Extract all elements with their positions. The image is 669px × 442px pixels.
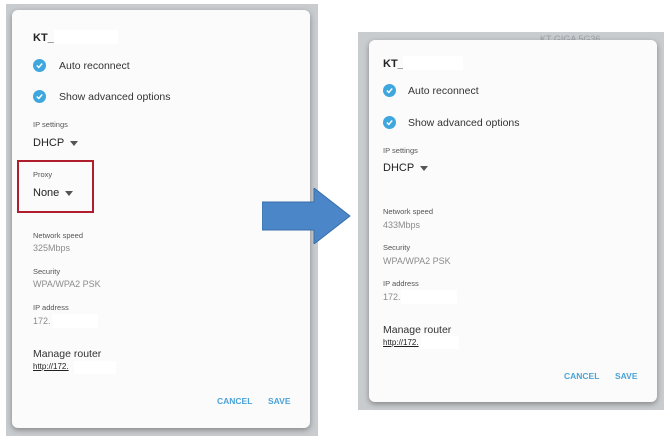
show-advanced-checkbox[interactable]	[383, 116, 396, 129]
proxy-value: None	[33, 187, 60, 199]
manage-router-link[interactable]: http://172.	[383, 338, 419, 347]
auto-reconnect-label: Auto reconnect	[59, 60, 130, 72]
show-advanced-checkbox[interactable]	[33, 90, 46, 103]
network-name: KT_	[383, 58, 404, 70]
redacted-router-url	[421, 336, 459, 349]
arrow-right-icon	[262, 188, 351, 244]
security-label: Security	[383, 243, 411, 252]
proxy-label: Proxy	[33, 170, 53, 179]
right-wifi-dialog: KT_ Auto reconnect Show advanced options…	[369, 40, 657, 402]
redacted-ssid	[403, 56, 463, 70]
security-value: WPA/WPA2 PSK	[33, 279, 101, 289]
redacted-ip	[52, 314, 98, 328]
security-value: WPA/WPA2 PSK	[383, 256, 451, 266]
save-button[interactable]: SAVE	[268, 396, 291, 406]
ip-settings-label: IP settings	[383, 146, 418, 155]
ip-settings-label: IP settings	[33, 120, 68, 129]
right-bg-header: KT GIGA 5G36	[540, 34, 601, 44]
show-advanced-label: Show advanced options	[59, 91, 171, 103]
check-icon	[36, 63, 43, 69]
network-speed-value: 433Mbps	[383, 220, 421, 230]
manage-router-label: Manage router	[33, 348, 102, 360]
proxy-highlight-box	[17, 160, 94, 213]
ip-settings-value: DHCP	[383, 162, 415, 174]
dropdown-arrow-icon	[65, 190, 74, 196]
ip-settings-value: DHCP	[33, 137, 65, 149]
auto-reconnect-checkbox[interactable]	[383, 84, 396, 97]
network-name: KT_	[33, 32, 54, 44]
redacted-ip	[401, 290, 457, 304]
dropdown-arrow-icon	[70, 140, 79, 146]
check-icon	[386, 120, 393, 126]
ip-address-value: 172.	[383, 292, 401, 302]
auto-reconnect-checkbox[interactable]	[33, 59, 46, 72]
ip-settings-dropdown[interactable]: DHCP	[383, 162, 429, 174]
manage-router-label: Manage router	[383, 324, 452, 336]
manage-router-link[interactable]: http://172.	[33, 362, 69, 371]
network-speed-value: 325Mbps	[33, 243, 71, 253]
security-label: Security	[33, 267, 61, 276]
auto-reconnect-label: Auto reconnect	[408, 85, 479, 97]
save-button[interactable]: SAVE	[615, 371, 638, 381]
check-icon	[36, 94, 43, 100]
proxy-dropdown[interactable]: None	[33, 187, 74, 199]
network-speed-label: Network speed	[383, 207, 434, 216]
show-advanced-label: Show advanced options	[408, 117, 520, 129]
cancel-button[interactable]: CANCEL	[217, 396, 253, 406]
network-speed-label: Network speed	[33, 231, 84, 240]
ip-address-label: IP address	[383, 279, 419, 288]
dropdown-arrow-icon	[420, 165, 429, 171]
redacted-router-url	[74, 361, 116, 374]
ip-address-value: 172.	[33, 316, 51, 326]
check-icon	[386, 88, 393, 94]
redacted-ssid	[54, 30, 118, 44]
ip-address-label: IP address	[33, 303, 69, 312]
cancel-button[interactable]: CANCEL	[564, 371, 600, 381]
left-wifi-dialog: KT_ Auto reconnect Show advanced options…	[12, 10, 310, 428]
ip-settings-dropdown[interactable]: DHCP	[33, 137, 79, 149]
